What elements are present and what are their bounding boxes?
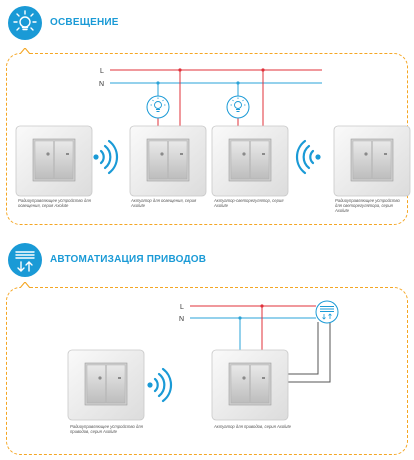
lighting-actuator: [129, 125, 207, 197]
light-bulb-icon: [13, 10, 37, 31]
drives-radio-control-device: [67, 349, 145, 421]
caption-drives-radio-control: Радиоуправляющее устройство для приводов…: [70, 424, 143, 434]
caption-dimmer-radio-control: Радиоуправляющее устройство для светорег…: [335, 198, 400, 213]
drives-frame-pointer: [20, 282, 30, 288]
lighting-icon-circle: [8, 6, 42, 40]
wire-label-l-1: L: [100, 68, 104, 75]
lighting-title: ОСВЕЩЕНИЕ: [50, 17, 119, 28]
light-bulb-symbol-1: [146, 95, 170, 119]
lighting-wires: [110, 68, 322, 128]
radio-waves-icon: [146, 367, 173, 403]
shutter-arrows-icon: [15, 251, 35, 272]
dimmer-radio-control-device: [333, 125, 411, 197]
drives-title: АВТОМАТИЗАЦИЯ ПРИВОДОВ: [50, 254, 207, 265]
caption-lighting-radio-control: Радиоуправляющее устройство для освещени…: [18, 198, 91, 208]
drives-header: АВТОМАТИЗАЦИЯ ПРИВОДОВ: [0, 243, 414, 283]
light-bulb-symbol-2: [226, 95, 250, 119]
wire-label-n-2: N: [179, 316, 184, 323]
caption-lighting-actuator: Актуатор для освещения, серия Axolute: [131, 198, 197, 208]
drives-wires: [190, 304, 331, 383]
drives-icon-circle: [8, 243, 42, 277]
radio-waves-icon: [295, 139, 322, 175]
wire-label-n-1: N: [99, 81, 104, 88]
caption-dimmer-actuator: Актуатор-светорегулятор, серия Axolute: [214, 198, 284, 208]
caption-drives-actuator: Актуатор для приводов, серия Axolute: [214, 424, 291, 429]
lighting-frame-pointer: [20, 48, 30, 54]
lighting-radio-control-device: [15, 125, 93, 197]
wire-label-l-2: L: [180, 304, 184, 311]
shutter-motor-symbol: [315, 300, 339, 324]
lighting-header: ОСВЕЩЕНИЕ: [0, 6, 414, 46]
drives-actuator: [211, 349, 289, 421]
drives-diagram-frame: [6, 287, 408, 455]
dimmer-actuator: [211, 125, 289, 197]
radio-waves-icon: [92, 139, 119, 175]
